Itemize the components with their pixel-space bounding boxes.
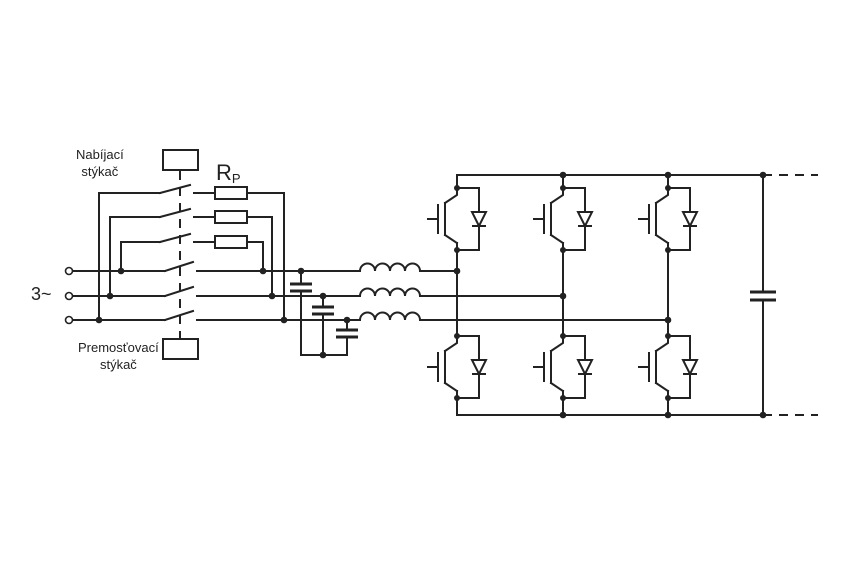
igbt-bridge bbox=[427, 174, 699, 416]
resistor-rp-2 bbox=[214, 210, 248, 224]
resistor-label: RP bbox=[216, 160, 241, 186]
input-terminal-l2 bbox=[64, 291, 74, 301]
line-inductors bbox=[359, 262, 672, 324]
charging-contactor-label-line1: Nabíjací bbox=[76, 147, 124, 162]
resistor-rp-3 bbox=[214, 235, 248, 249]
input-lines bbox=[72, 270, 166, 321]
resistor-label-main: R bbox=[216, 160, 232, 185]
bypass-contactor-label: Premosťovací stýkač bbox=[78, 339, 159, 373]
precharge-resistors bbox=[214, 186, 288, 324]
resistor-label-sub: P bbox=[231, 171, 241, 186]
phase-lines bbox=[262, 270, 361, 321]
input-label: 3~ bbox=[31, 284, 52, 304]
inductor-l1 bbox=[359, 262, 421, 272]
precharge-branches bbox=[95, 192, 161, 324]
dc-link-capacitor bbox=[750, 174, 776, 416]
bypass-contactor-coil bbox=[162, 338, 199, 360]
input-terminal-l1 bbox=[64, 266, 74, 276]
input-terminals bbox=[64, 266, 74, 325]
charging-contactor-label: Nabíjací stýkač bbox=[76, 146, 124, 180]
bypass-contactor-label-line1: Premosťovací bbox=[78, 340, 159, 355]
igbt-leg-3 bbox=[638, 174, 699, 416]
resistor-rp-1 bbox=[214, 186, 248, 200]
igbt-leg-2 bbox=[533, 174, 594, 416]
dc-bus bbox=[456, 171, 818, 419]
filter-capacitors bbox=[290, 267, 358, 359]
charging-contactor-label-line2: stýkač bbox=[81, 164, 119, 179]
inductor-l3 bbox=[359, 311, 421, 321]
charging-contactor-coil bbox=[162, 149, 199, 171]
igbt-leg-1 bbox=[427, 174, 488, 416]
bypass-contactor-label-line2: stýkač bbox=[99, 357, 137, 372]
charging-contactor-contacts bbox=[158, 183, 216, 244]
input-terminal-l3 bbox=[64, 315, 74, 325]
inductor-l2 bbox=[359, 287, 421, 297]
